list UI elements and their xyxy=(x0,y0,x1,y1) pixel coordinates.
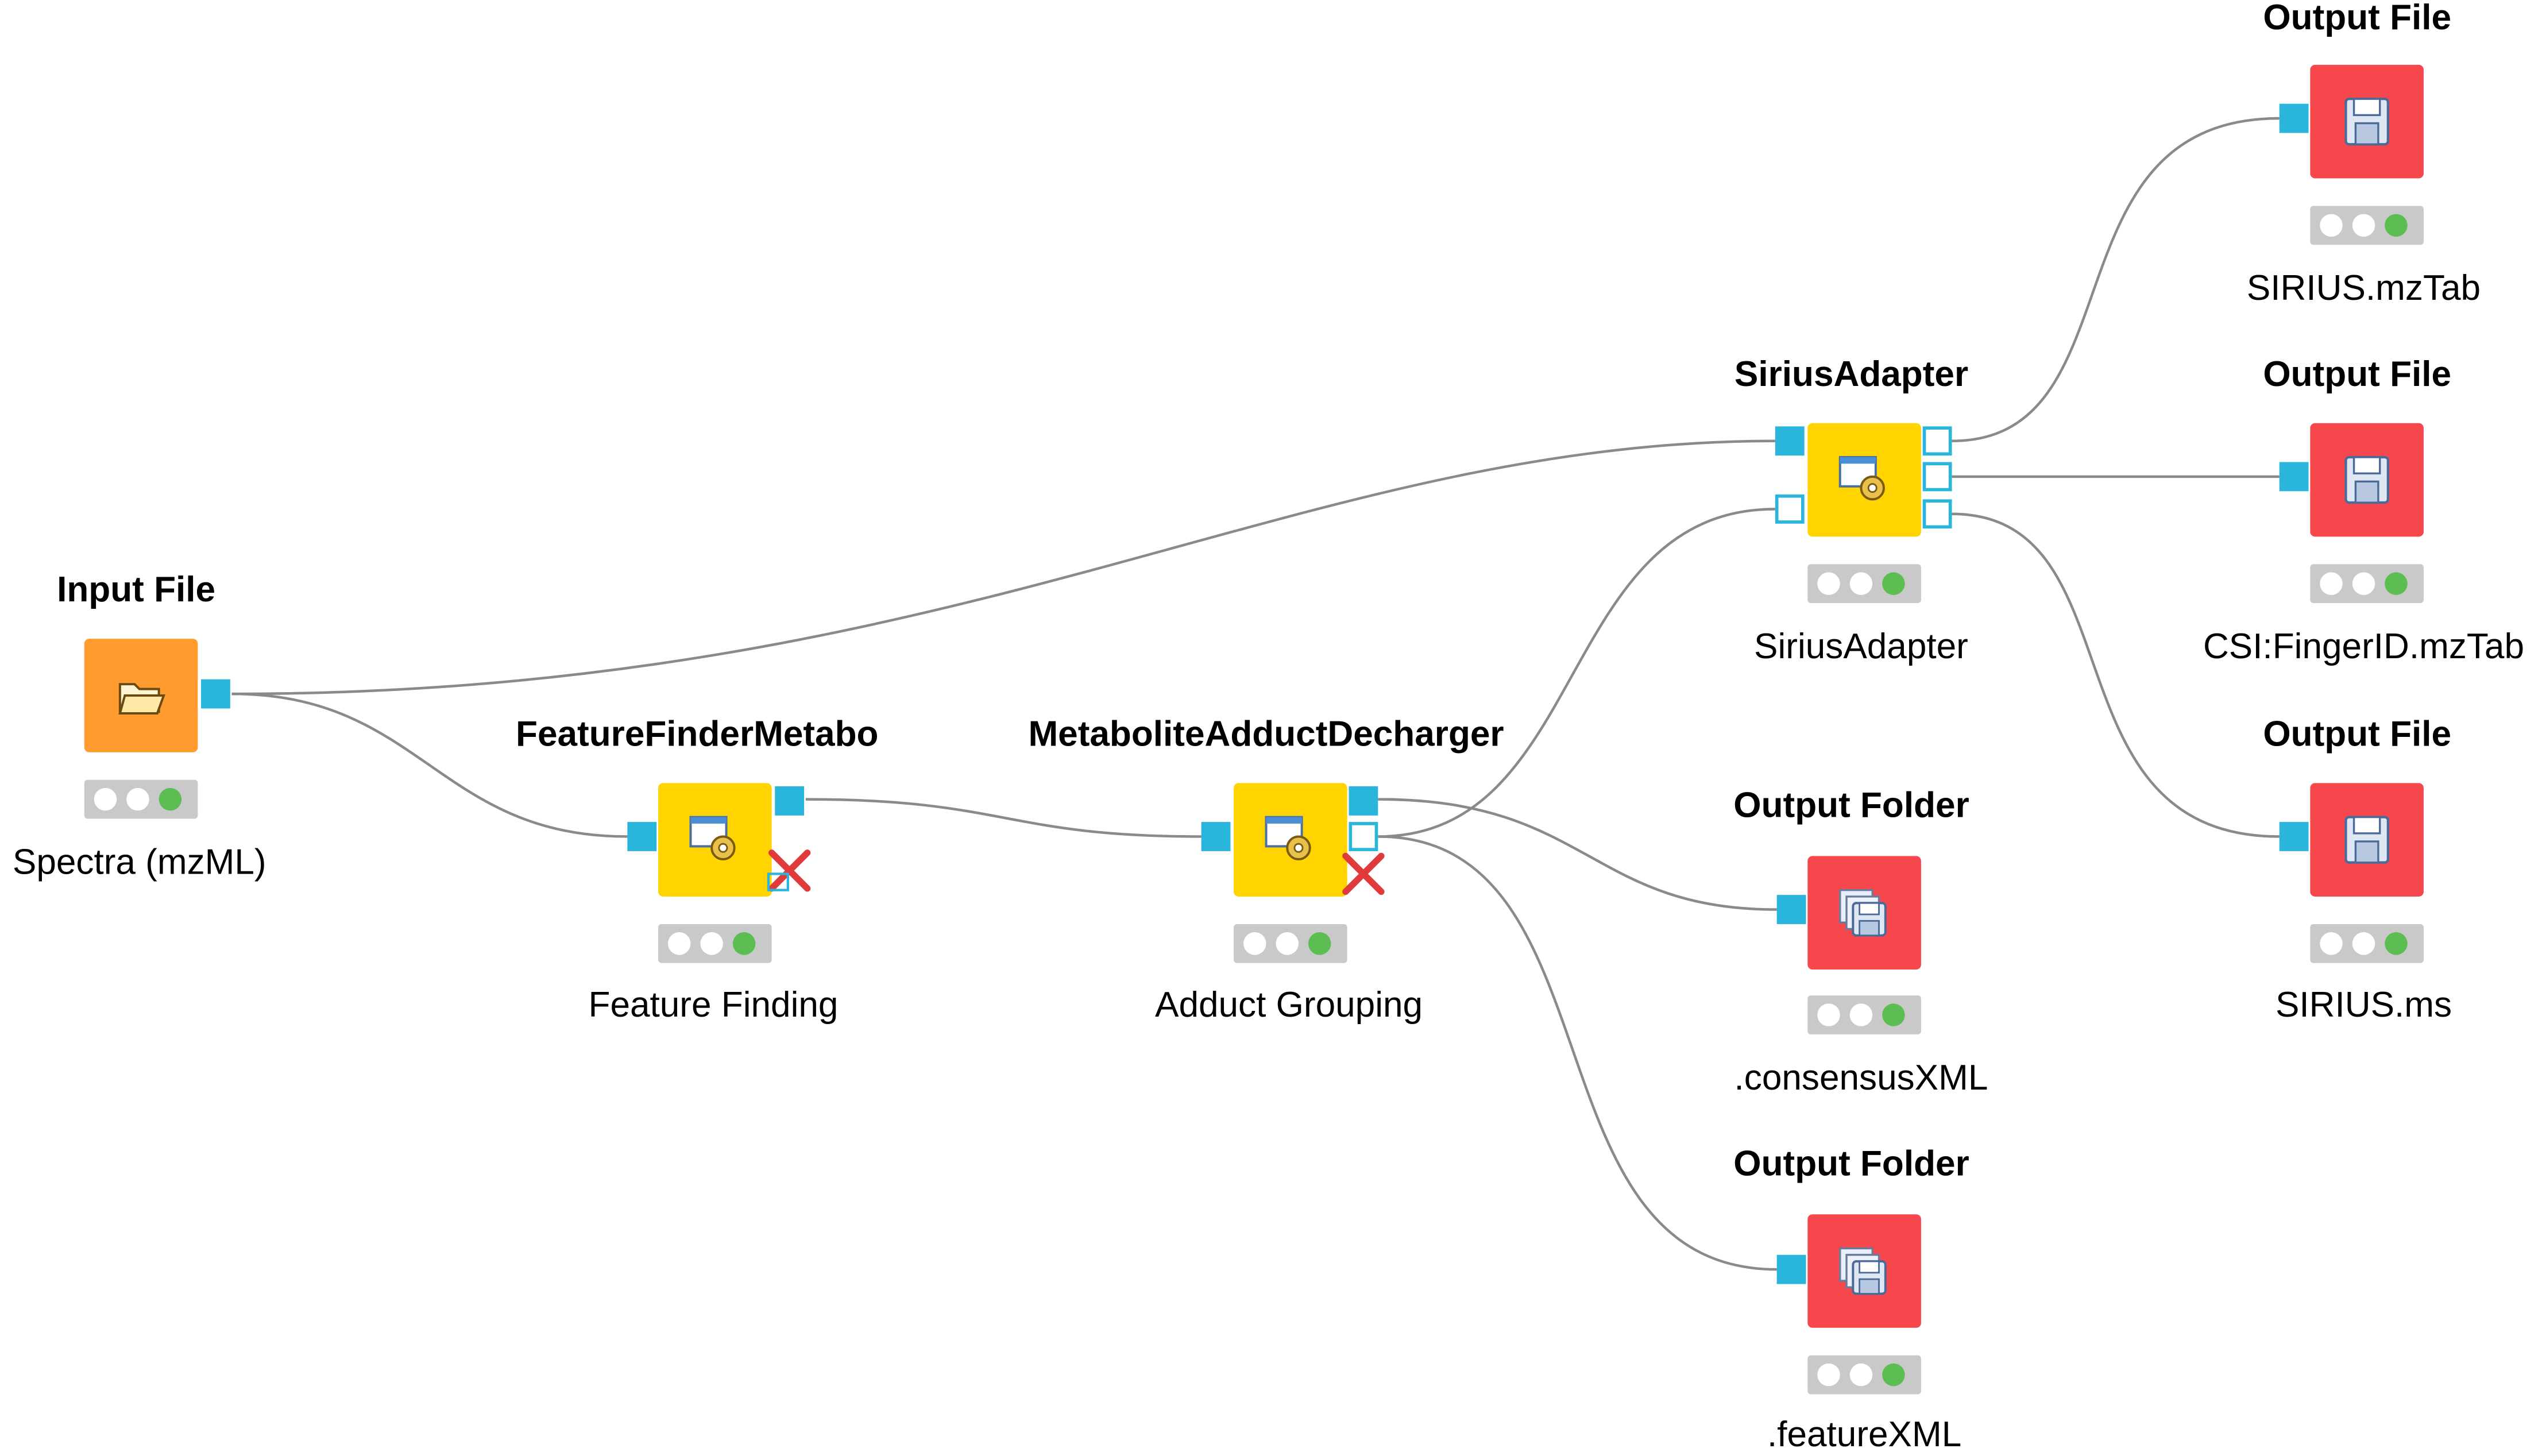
edge-decharger-to-feature[interactable] xyxy=(1378,835,1777,1271)
status-indicator xyxy=(1807,564,1921,604)
edge-decharger-to-sirius[interactable] xyxy=(1378,508,1775,838)
input-port[interactable] xyxy=(2279,103,2309,133)
input-port[interactable] xyxy=(1776,1254,1806,1284)
status-indicator xyxy=(1234,924,1347,963)
input-port[interactable] xyxy=(1776,895,1806,924)
edge-input-to-sirius[interactable] xyxy=(231,439,1775,696)
error-x-icon xyxy=(1342,852,1385,895)
node-title: MetaboliteAdductDecharger xyxy=(1028,713,1504,754)
error-x-icon xyxy=(767,849,811,892)
folder-disk-icon xyxy=(1839,1247,1887,1295)
output-port-2[interactable] xyxy=(1349,822,1378,851)
node-label[interactable]: Spectra (mzML) xyxy=(12,841,266,882)
status-indicator xyxy=(1807,995,1921,1034)
node-body[interactable] xyxy=(1234,783,1347,897)
node-body[interactable] xyxy=(2310,423,2424,537)
node-label[interactable]: CSI:FingerID.mzTab xyxy=(2203,625,2525,667)
node-body[interactable] xyxy=(2310,64,2424,179)
output-port-1[interactable] xyxy=(1349,786,1378,816)
input-port-2[interactable] xyxy=(1775,494,1805,524)
edge-decharger-to-consensus[interactable] xyxy=(1378,798,1777,911)
edge-sirius-to-ms[interactable] xyxy=(1952,512,2280,838)
output-port-1[interactable] xyxy=(1922,426,1952,456)
output-port-2[interactable] xyxy=(1922,462,1952,492)
status-indicator xyxy=(2310,924,2424,963)
gear-window-icon xyxy=(1838,456,1885,501)
input-port[interactable] xyxy=(627,822,657,851)
node-label[interactable]: SIRIUS.ms xyxy=(2275,984,2452,1025)
node-title: Input File xyxy=(57,569,216,610)
node-title: Output Folder xyxy=(1733,785,1969,825)
node-title: Output File xyxy=(2263,713,2452,754)
node-title: Output File xyxy=(2263,353,2452,394)
node-body[interactable] xyxy=(84,639,198,752)
status-indicator xyxy=(658,924,772,963)
node-body[interactable] xyxy=(1807,423,1921,537)
status-indicator xyxy=(2310,206,2424,245)
input-port[interactable] xyxy=(2279,462,2309,492)
node-title: Output Folder xyxy=(1733,1143,1969,1184)
input-port[interactable] xyxy=(2279,822,2309,851)
node-label[interactable]: .featureXML xyxy=(1767,1413,1962,1454)
edge-featurefinder-to-decharger[interactable] xyxy=(805,798,1202,838)
node-label[interactable]: Feature Finding xyxy=(588,984,839,1025)
node-title: FeatureFinderMetabo xyxy=(516,713,879,754)
open-folder-icon xyxy=(118,683,165,715)
gear-window-icon xyxy=(1265,816,1311,861)
edge-sirius-to-mztab[interactable] xyxy=(1952,117,2280,443)
output-port-3[interactable] xyxy=(1922,499,1952,529)
output-port[interactable] xyxy=(201,679,230,709)
status-indicator xyxy=(2310,564,2424,604)
node-label[interactable]: SIRIUS.mzTab xyxy=(2246,267,2481,308)
node-body[interactable] xyxy=(2310,783,2424,897)
node-label[interactable]: .consensusXML xyxy=(1734,1057,1988,1098)
edge-input-to-featurefinder[interactable] xyxy=(231,692,628,838)
node-body[interactable] xyxy=(658,783,772,897)
status-indicator xyxy=(1807,1355,1921,1395)
floppy-disk-icon xyxy=(2344,455,2389,504)
input-port[interactable] xyxy=(1201,822,1231,851)
input-port-1[interactable] xyxy=(1775,426,1805,456)
floppy-disk-icon xyxy=(2344,816,2389,864)
output-port[interactable] xyxy=(775,786,805,816)
node-title: Output File xyxy=(2263,0,2452,37)
node-title: SiriusAdapter xyxy=(1734,353,1969,394)
node-body[interactable] xyxy=(1807,856,1921,970)
status-indicator xyxy=(84,779,198,819)
node-label[interactable]: SiriusAdapter xyxy=(1754,625,1968,667)
node-body[interactable] xyxy=(1807,1214,1921,1328)
gear-window-icon xyxy=(689,816,736,861)
folder-disk-icon xyxy=(1839,889,1887,937)
node-label[interactable]: Adduct Grouping xyxy=(1155,984,1423,1025)
floppy-disk-icon xyxy=(2344,98,2389,146)
